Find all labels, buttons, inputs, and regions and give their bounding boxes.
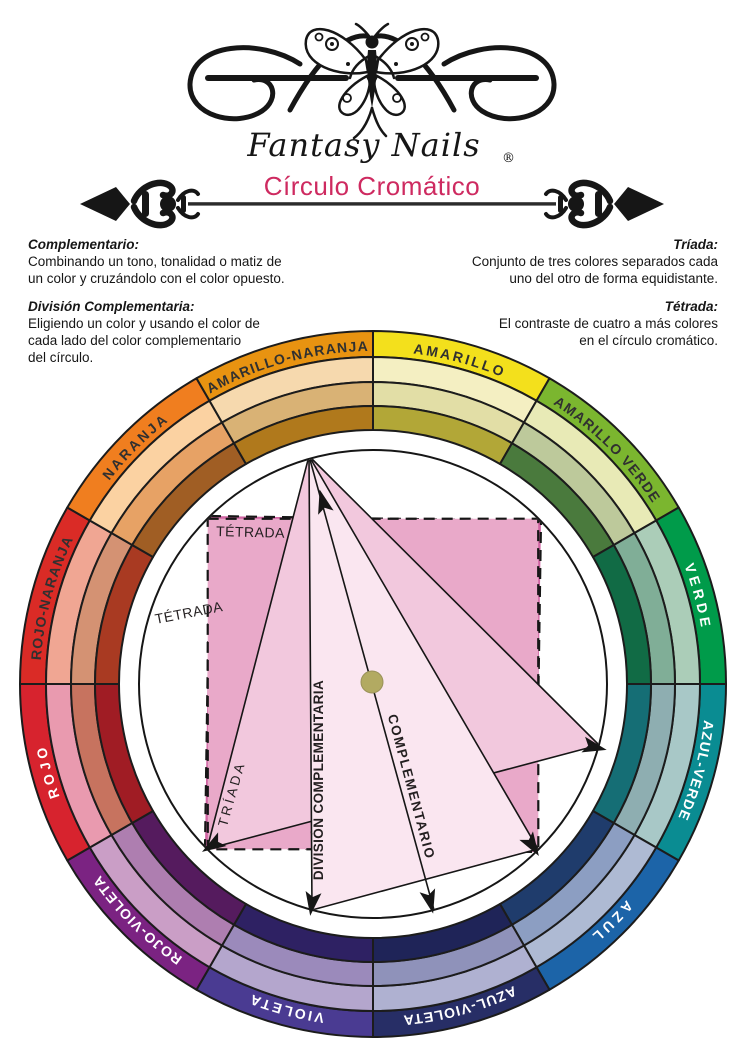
description-heading: Tríada: xyxy=(673,237,718,252)
description-complementario: Complementario: Combinando un tono, tona… xyxy=(28,236,373,287)
brand-script-text: Fantasy Nails xyxy=(246,126,480,164)
description-heading: Tétrada: xyxy=(664,299,718,314)
description-division-complementaria: División Complementaria: Eligiendo un co… xyxy=(28,298,373,366)
registered-mark: ® xyxy=(502,151,515,166)
description-body: Combinando un tono, tonalidad o matiz de… xyxy=(28,254,285,286)
description-body: Eligiendo un color y usando el color de … xyxy=(28,316,260,365)
description-heading: Complementario: xyxy=(28,237,140,252)
description-tetrada: Tétrada: El contraste de cuatro a más co… xyxy=(383,298,718,349)
page-title: Círculo Cromático xyxy=(263,171,481,201)
wheel-rings xyxy=(19,330,727,1038)
center-pivot-dot xyxy=(360,670,384,694)
description-heading: División Complementaria: xyxy=(28,299,195,314)
description-body: El contraste de cuatro a más colores en … xyxy=(498,316,718,348)
description-triada: Tríada: Conjunto de tres colores separad… xyxy=(383,236,718,287)
divider-line xyxy=(188,202,556,206)
left-fleur-ornament xyxy=(80,183,198,225)
description-body: Conjunto de tres colores separados cada … xyxy=(471,254,718,286)
tetrada-dark-label: TÉTRADA xyxy=(216,523,285,541)
butterfly-fairy-icon xyxy=(304,22,440,140)
right-fleur-ornament xyxy=(546,183,664,225)
wheel-cell-amarillo-naranja-sombra xyxy=(233,404,374,465)
division-complementaria-label: DIVISIÓN COMPLEMENTARIA xyxy=(311,680,326,880)
fantasy-nails-logo: Fantasy Nails ® xyxy=(187,22,557,166)
ornamental-divider xyxy=(78,178,666,230)
